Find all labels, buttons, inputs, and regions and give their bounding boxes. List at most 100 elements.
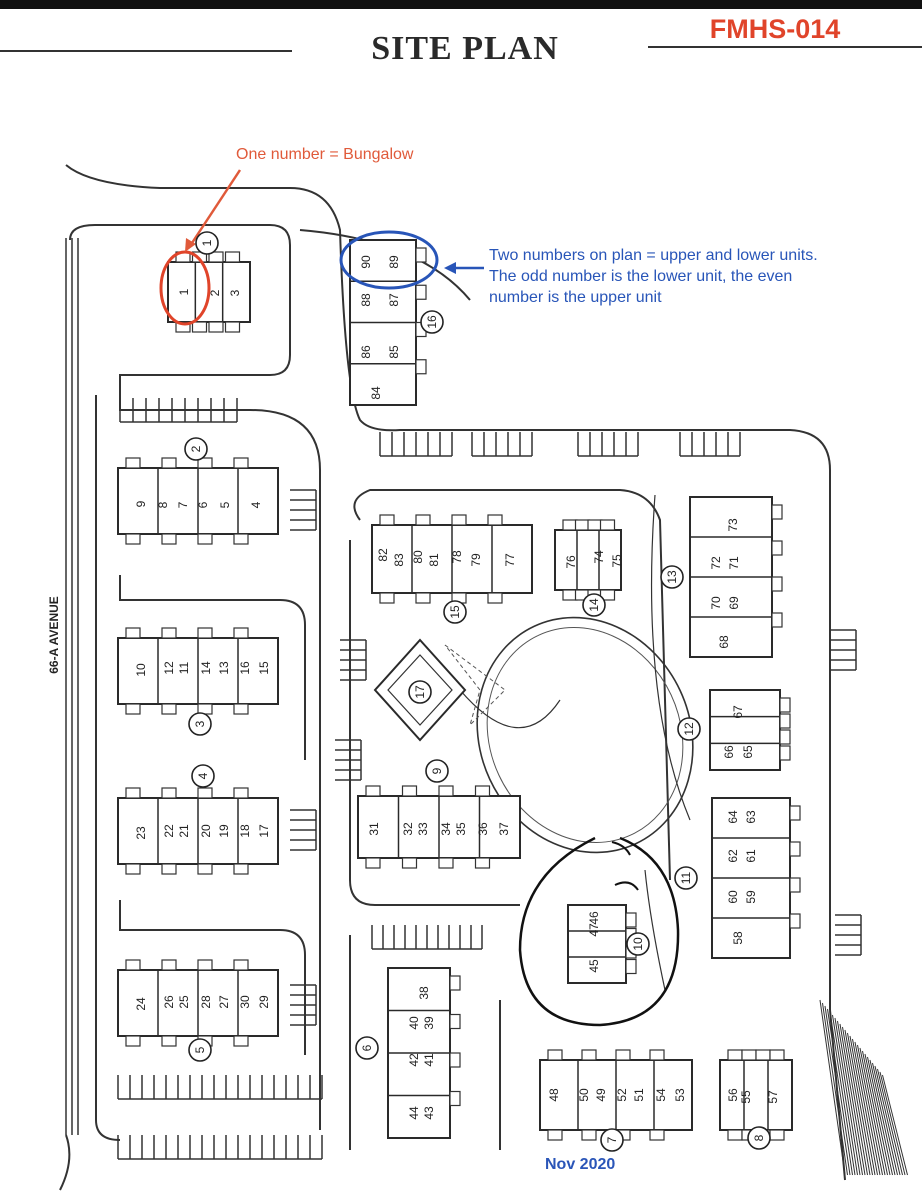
bungalow-note: One number = Bungalow bbox=[236, 146, 414, 163]
unit-label: 63 bbox=[744, 810, 758, 824]
unit-label: 72 bbox=[709, 556, 723, 570]
unit-label: 10 bbox=[134, 663, 148, 677]
avenue-lines bbox=[65, 238, 79, 1135]
unit-label: 86 bbox=[359, 345, 373, 359]
unit-label: 30 bbox=[238, 995, 252, 1009]
building-number-16: 16 bbox=[420, 310, 444, 334]
unit-label: 16 bbox=[238, 661, 252, 675]
unit-label: 33 bbox=[416, 822, 430, 836]
unit-label: 66 bbox=[722, 745, 736, 759]
unit-label: 52 bbox=[615, 1088, 629, 1102]
unit-label: 59 bbox=[744, 890, 758, 904]
unit-label: 12 bbox=[162, 661, 176, 675]
annotation-marks bbox=[159, 169, 680, 1027]
unit-label: 87 bbox=[387, 293, 401, 307]
unit-label: 18 bbox=[238, 824, 252, 838]
unit-label: 58 bbox=[731, 931, 745, 945]
unit-label: 67 bbox=[731, 705, 745, 719]
unit-label: 22 bbox=[162, 824, 176, 838]
unit-label: 44 bbox=[407, 1106, 421, 1120]
unit-label: 49 bbox=[594, 1088, 608, 1102]
building-12: 67 66 65 bbox=[709, 689, 791, 771]
unit-label: 56 bbox=[726, 1088, 740, 1102]
building-number-6: 6 bbox=[355, 1036, 379, 1060]
unit-label: 15 bbox=[257, 661, 271, 675]
top-black-bar bbox=[0, 0, 922, 9]
building-number-label: 10 bbox=[631, 937, 645, 951]
unit-label: 20 bbox=[199, 824, 213, 838]
parking-stalls bbox=[117, 398, 862, 1160]
unit-label: 70 bbox=[709, 596, 723, 610]
unit-label: 62 bbox=[726, 849, 740, 863]
building-number-label: 14 bbox=[587, 598, 601, 612]
unit-label: 65 bbox=[741, 745, 755, 759]
unit-label: 76 bbox=[564, 555, 578, 569]
unit-label: 57 bbox=[766, 1090, 780, 1104]
unit-label: 28 bbox=[199, 995, 213, 1009]
unit-label: 47 bbox=[587, 923, 601, 937]
building-number-17: 17 bbox=[408, 680, 432, 704]
building-number-label: 17 bbox=[413, 685, 427, 699]
building-number-3: 3 bbox=[188, 712, 212, 736]
unit-label: 36 bbox=[476, 822, 490, 836]
unit-label: 45 bbox=[587, 959, 601, 973]
unit-label: 85 bbox=[387, 345, 401, 359]
title-rule-left bbox=[0, 50, 292, 52]
unit-label: 14 bbox=[199, 661, 213, 675]
unit-label: 8 bbox=[156, 501, 170, 508]
building-number-12: 12 bbox=[677, 717, 701, 741]
unit-label: 35 bbox=[454, 822, 468, 836]
building-number-label: 15 bbox=[448, 605, 462, 619]
building-number-label: 2 bbox=[189, 445, 203, 452]
unit-label: 64 bbox=[726, 810, 740, 824]
unit-label: 41 bbox=[422, 1053, 436, 1067]
building-number-7: 7 bbox=[600, 1128, 624, 1152]
building-number-label: 11 bbox=[679, 871, 693, 884]
street-name: 66-A AVENUE bbox=[47, 596, 61, 674]
building-number-label: 16 bbox=[425, 315, 439, 329]
unit-label: 29 bbox=[257, 995, 271, 1009]
unit-label: 39 bbox=[422, 1016, 436, 1030]
unit-label: 60 bbox=[726, 890, 740, 904]
unit-label: 75 bbox=[610, 554, 624, 568]
building-number-15: 15 bbox=[443, 600, 467, 624]
building-number-14: 14 bbox=[582, 593, 606, 617]
unit-label: 46 bbox=[587, 911, 601, 925]
unit-label: 37 bbox=[497, 822, 511, 836]
building-number-2: 2 bbox=[184, 437, 208, 461]
building-number-4: 4 bbox=[191, 764, 215, 788]
unit-label: 21 bbox=[177, 824, 191, 838]
units-note-line-1: Two numbers on plan = upper and lower un… bbox=[489, 247, 818, 264]
unit-label: 82 bbox=[376, 548, 390, 562]
building-number-5: 5 bbox=[188, 1038, 212, 1062]
building-14: 76 74 75 bbox=[554, 519, 624, 601]
plan-date: Nov 2020 bbox=[545, 1156, 616, 1173]
unit-label: 5 bbox=[218, 501, 232, 508]
unit-label: 83 bbox=[392, 553, 406, 567]
unit-label: 90 bbox=[359, 255, 373, 269]
unit-label: 40 bbox=[407, 1016, 421, 1030]
building-number-label: 6 bbox=[360, 1044, 374, 1051]
unit-label: 3 bbox=[228, 289, 242, 296]
unit-label: 53 bbox=[673, 1088, 687, 1102]
page-title: SITE PLAN bbox=[371, 30, 559, 67]
unit-label: 80 bbox=[411, 550, 425, 564]
building-11: 64 63 62 61 60 59 58 bbox=[711, 797, 801, 959]
unit-label: 69 bbox=[727, 596, 741, 610]
building-number-label: 4 bbox=[196, 772, 210, 779]
unit-label: 61 bbox=[744, 849, 758, 863]
unit-label: 89 bbox=[387, 255, 401, 269]
unit-label: 74 bbox=[592, 550, 606, 564]
unit-label: 9 bbox=[134, 500, 148, 507]
unit-label: 71 bbox=[727, 556, 741, 570]
unit-label: 26 bbox=[162, 995, 176, 1009]
unit-label: 4 bbox=[249, 501, 263, 508]
